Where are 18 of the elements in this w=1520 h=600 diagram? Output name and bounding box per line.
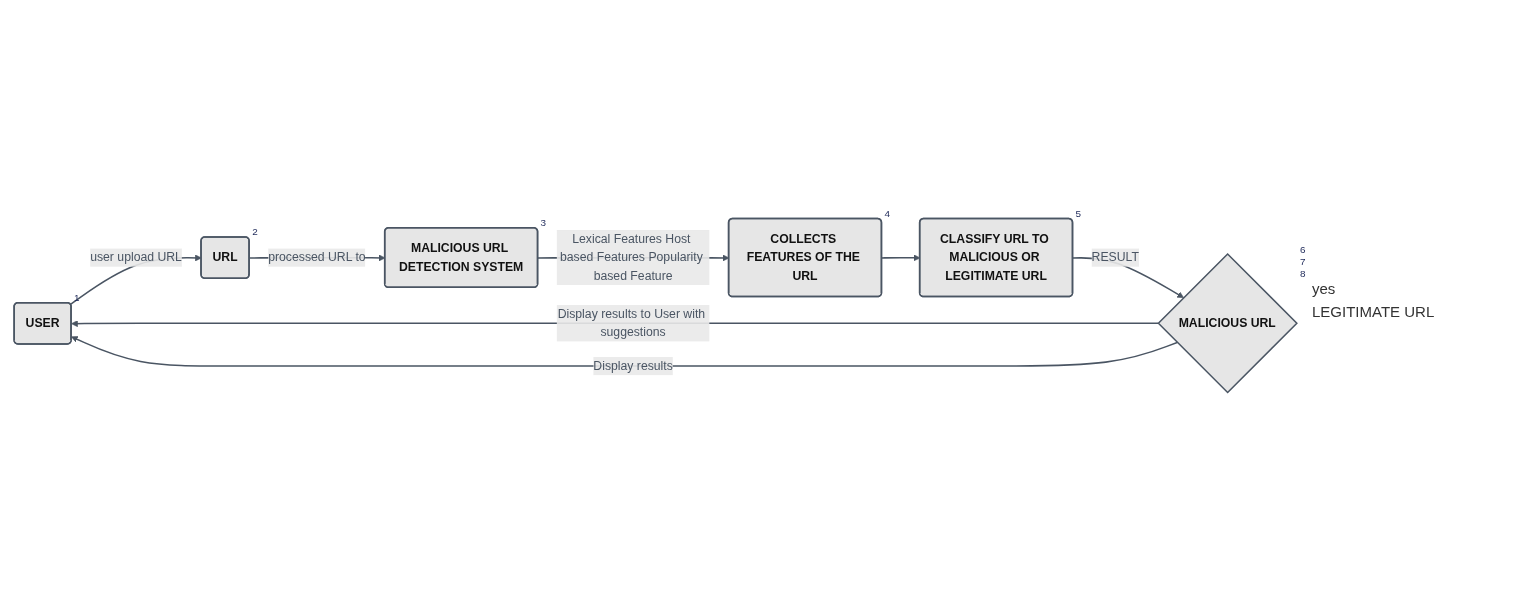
step-number: 8 [1299, 267, 1306, 279]
step-number: 6 [1299, 243, 1306, 255]
step-number: 2 [252, 226, 258, 238]
edge-label: Lexical Features Host based Features Popularity based Feature [560, 232, 703, 282]
step-number: 4 [884, 207, 891, 219]
note-text: yes [1312, 280, 1337, 297]
arrow [71, 335, 1178, 367]
step-number: 5 [1075, 207, 1082, 219]
note-text: LEGITIMATE URL [1312, 303, 1436, 320]
edge-label: Display results [593, 358, 673, 372]
edge-label: RESULT [1091, 250, 1139, 264]
edge-label: Display results to User with suggestions [557, 306, 706, 339]
edge-label: processed URL to [268, 250, 366, 264]
edge-label: user upload URL [90, 250, 182, 264]
node-diamond: MALICIOUS URL [1157, 252, 1298, 394]
step-number: 7 [1299, 255, 1306, 267]
step-number: 1 [74, 291, 80, 303]
step-number: 3 [540, 216, 547, 228]
